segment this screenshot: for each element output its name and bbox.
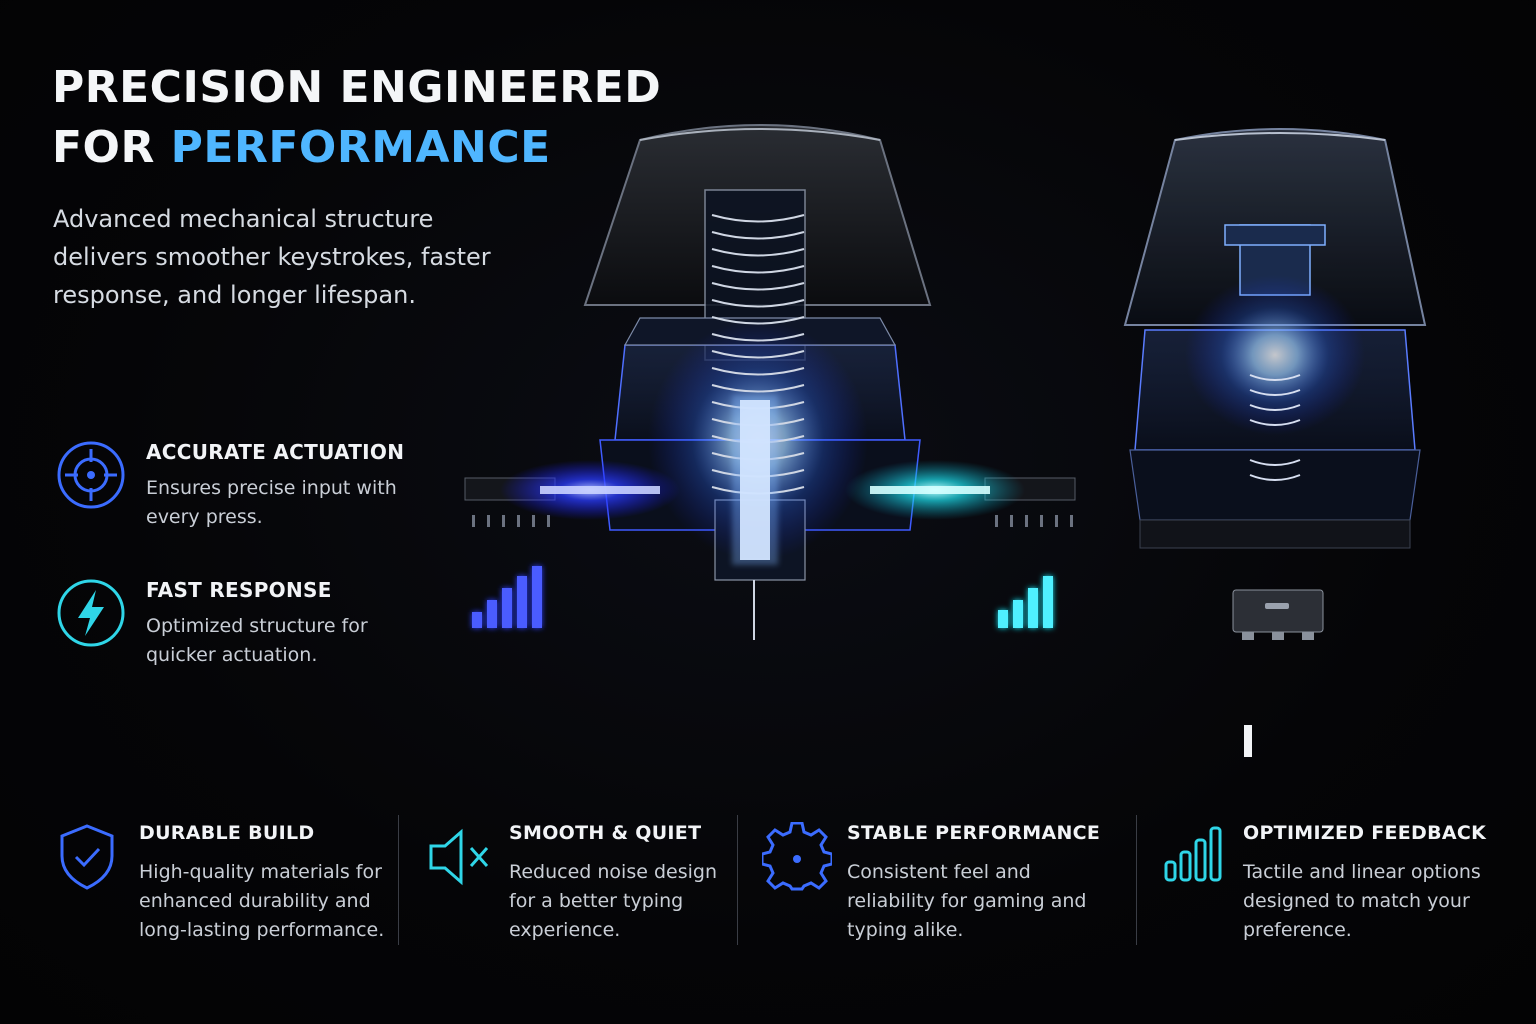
subtext: Advanced mechanical structure delivers s… [53,205,491,309]
lightning-bolt-icon [57,579,125,647]
headline-line-1: PRECISION ENGINEERED [52,62,662,113]
gear-icon [762,822,832,891]
feature-title: STABLE PERFORMANCE [847,822,1101,844]
feature-description: Optimized structure for quicker actuatio… [146,615,368,666]
bar-chart-icon [1164,826,1222,882]
headline-line-2-plain: FOR [52,122,171,173]
divider [398,815,399,945]
target-icon [57,441,125,509]
feature-description: Tactile and linear options designed to m… [1243,861,1481,941]
feature-title: FAST RESPONSE [146,578,332,602]
feature-title: DURABLE BUILD [139,822,315,844]
feature-description: Reduced noise design for a better typing… [509,861,717,941]
feature-smooth-quiet: SMOOTH & QUIET Reduced noise design for … [425,820,725,950]
headline-line-2-accent: PERFORMANCE [170,122,551,173]
feature-description: Ensures precise input with every press. [146,477,397,528]
feature-description: High-quality materials for enhanced dura… [139,861,385,941]
feature-durable-build: DURABLE BUILD High-quality materials for… [52,820,384,950]
feature-stable-performance: STABLE PERFORMANCE Consistent feel and r… [762,820,1122,950]
feature-description: Consistent feel and reliability for gami… [847,861,1087,941]
feature-title: SMOOTH & QUIET [509,822,702,844]
cutaway-switch [464,124,1076,640]
page-title: PRECISION ENGINEERED FOR PERFORMANCE [52,58,661,178]
shield-check-icon [60,824,114,890]
feature-title: ACCURATE ACTUATION [146,440,405,464]
divider [737,815,738,945]
divider [1136,815,1137,945]
side-switch [1123,128,1427,757]
feature-optimized-feedback: OPTIMIZED FEEDBACK Tactile and linear op… [1163,820,1503,950]
feature-title: OPTIMIZED FEEDBACK [1243,822,1487,844]
speaker-mute-icon [429,828,489,886]
